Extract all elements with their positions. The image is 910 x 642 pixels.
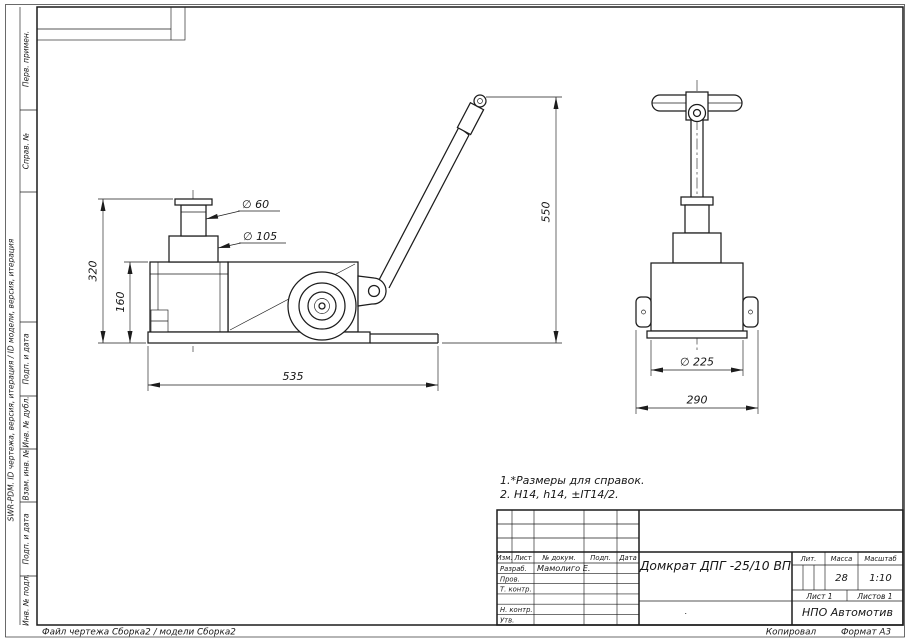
margin-label-sprav-no: Справ. №: [22, 133, 31, 170]
right-wheel: [742, 296, 759, 328]
handle-knob: [473, 94, 487, 108]
margin-columns: Перв. примен. Справ. № Подп. и дата Инв.…: [7, 31, 31, 626]
stage-2-cylinder: [672, 232, 722, 264]
tb-header-ndoc: № докум.: [541, 554, 576, 562]
footer-format: Формат А3: [841, 628, 892, 638]
margin-label-pdm: SWR-PDM. ID чертежа, версия, итерация / …: [7, 238, 16, 521]
tb-role-nkontr: Н. контр.: [500, 606, 533, 614]
tb-header-izm: Изм.: [497, 554, 513, 562]
tb-massa-label: Масса: [831, 555, 853, 563]
note-line-2: 2. H14, h14, ±IT14/2.: [500, 488, 619, 501]
bracket-hole: [367, 284, 381, 298]
left-wheel: [635, 296, 652, 328]
side-view: [147, 94, 487, 352]
tb-role-prov: Пров.: [500, 575, 520, 583]
dim-550-label: 550: [540, 202, 553, 223]
ram-stage-1: [180, 204, 207, 237]
dim-320-label: 320: [87, 261, 100, 282]
footer-kopiroval: Копировал: [766, 628, 817, 638]
dim-d105-label: ∅ 105: [243, 230, 277, 243]
tb-listov-value: Листов 1: [856, 592, 892, 601]
corner-stamp: [36, 6, 186, 41]
front-view-dimensions: ∅ 225 290: [635, 330, 759, 414]
sheet-frame: [5, 4, 905, 638]
tb-dot: .: [685, 606, 688, 616]
tb-document-title: Домкрат ДПГ -25/10 ВП: [639, 559, 791, 573]
tb-masshtab-value: 1:10: [869, 573, 891, 584]
technical-notes: 1.*Размеры для справок. 2. H14, h14, ±IT…: [500, 474, 645, 501]
tb-role-utv: Утв.: [500, 617, 514, 625]
margin-label-podp-data-top: Подп. и дата: [22, 333, 31, 384]
jack-body: [650, 262, 744, 332]
tb-header-list: Лист: [513, 554, 532, 562]
tb-lit-label: Лит.: [800, 555, 817, 563]
tb-header-data: Дата: [618, 554, 637, 562]
collar: [680, 196, 714, 206]
dim-290-label: 290: [687, 394, 708, 407]
dim-d225-label: ∅ 225: [680, 356, 714, 369]
title-block: Изм. Лист № докум. Подп. Дата Разраб. Ма…: [496, 509, 904, 626]
tb-company: НПО Автомотив: [802, 606, 893, 619]
stage-1-cylinder: [684, 204, 710, 234]
margin-label-perv-primen: Перв. примен.: [22, 31, 31, 87]
margin-label-inv-dubl: Инв. № дубл.: [22, 396, 31, 447]
tb-role-tkontr: Т. контр.: [500, 586, 532, 594]
margin-label-vzam-inv: Взам. инв. №: [22, 449, 31, 500]
margin-label-inv-podl: Инв. № подл.: [22, 574, 31, 626]
handle-bracket: [357, 275, 387, 307]
side-view-dimensions: 320 160 535 550 ∅ 60 ∅ 105: [87, 96, 562, 391]
tb-massa-value: 28: [835, 573, 848, 584]
tb-razrab-name: Мамолиго Е.: [537, 563, 591, 573]
tb-role-razrab: Разраб.: [500, 565, 527, 573]
saddle-plate: [174, 198, 213, 206]
ram-stage-2: [168, 235, 219, 263]
note-line-1: 1.*Размеры для справок.: [500, 474, 645, 487]
margin-label-podp-data-bottom: Подп. и дата: [22, 513, 31, 564]
handle: [378, 126, 460, 281]
clamp-bolt: [687, 103, 707, 123]
tb-list-value: Лист 1: [805, 592, 832, 601]
jack-base: [646, 330, 748, 339]
dim-160-label: 160: [114, 292, 127, 313]
handle-grip: [456, 101, 485, 136]
dim-535-label: 535: [283, 370, 304, 383]
wheel: [287, 271, 357, 341]
footer-file-info: Файл чертежа Сборка2 / модели Сборка2: [42, 628, 236, 638]
sheet-footer: Файл чертежа Сборка2 / модели Сборка2 Ко…: [42, 628, 891, 638]
base-frame: [147, 331, 371, 344]
tb-header-podp: Подп.: [590, 554, 611, 562]
dim-d60-label: ∅ 60: [242, 198, 269, 211]
front-view: [635, 80, 759, 352]
tb-masshtab-label: Масштаб: [864, 555, 896, 563]
